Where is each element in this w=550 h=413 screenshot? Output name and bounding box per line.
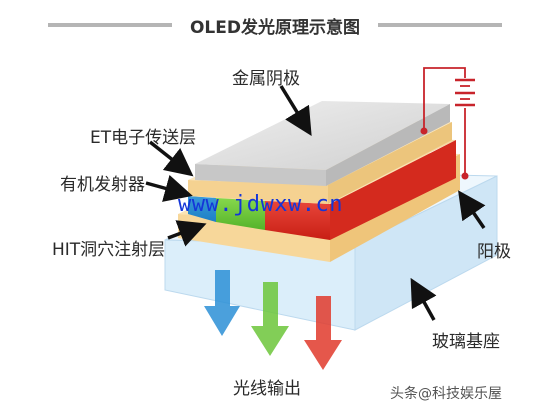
- label-organic-emitter: 有机发射器: [60, 175, 145, 195]
- source-credit: 头条@科技娱乐屋: [390, 386, 502, 402]
- cathode-layer: [195, 101, 450, 186]
- emitter-red: [265, 201, 330, 240]
- label-electron-transport-layer: ET电子传送层: [90, 128, 197, 148]
- diagram-title: OLED发光原理示意图: [189, 18, 360, 38]
- blue-arrow: [204, 270, 240, 336]
- cathode-terminal: [420, 127, 428, 135]
- red-arrow: [304, 296, 342, 370]
- label-hole-injection-layer: HIT洞穴注射层: [52, 240, 166, 260]
- emitter-blue: [188, 196, 216, 222]
- anode-terminal: [461, 172, 469, 180]
- label-anode: 阳极: [477, 242, 511, 262]
- watermark-text: www.jdwxw.cn: [178, 192, 343, 217]
- label-light-output: 光线输出: [233, 379, 301, 399]
- label-glass-substrate: 玻璃基座: [432, 332, 500, 352]
- green-arrow: [251, 282, 289, 356]
- pointer-arrows: [145, 85, 486, 321]
- label-metal-cathode: 金属阴极: [232, 69, 300, 89]
- battery-circuit: [423, 67, 475, 175]
- light-output-arrows: [204, 270, 342, 370]
- emitter-green: [216, 198, 265, 230]
